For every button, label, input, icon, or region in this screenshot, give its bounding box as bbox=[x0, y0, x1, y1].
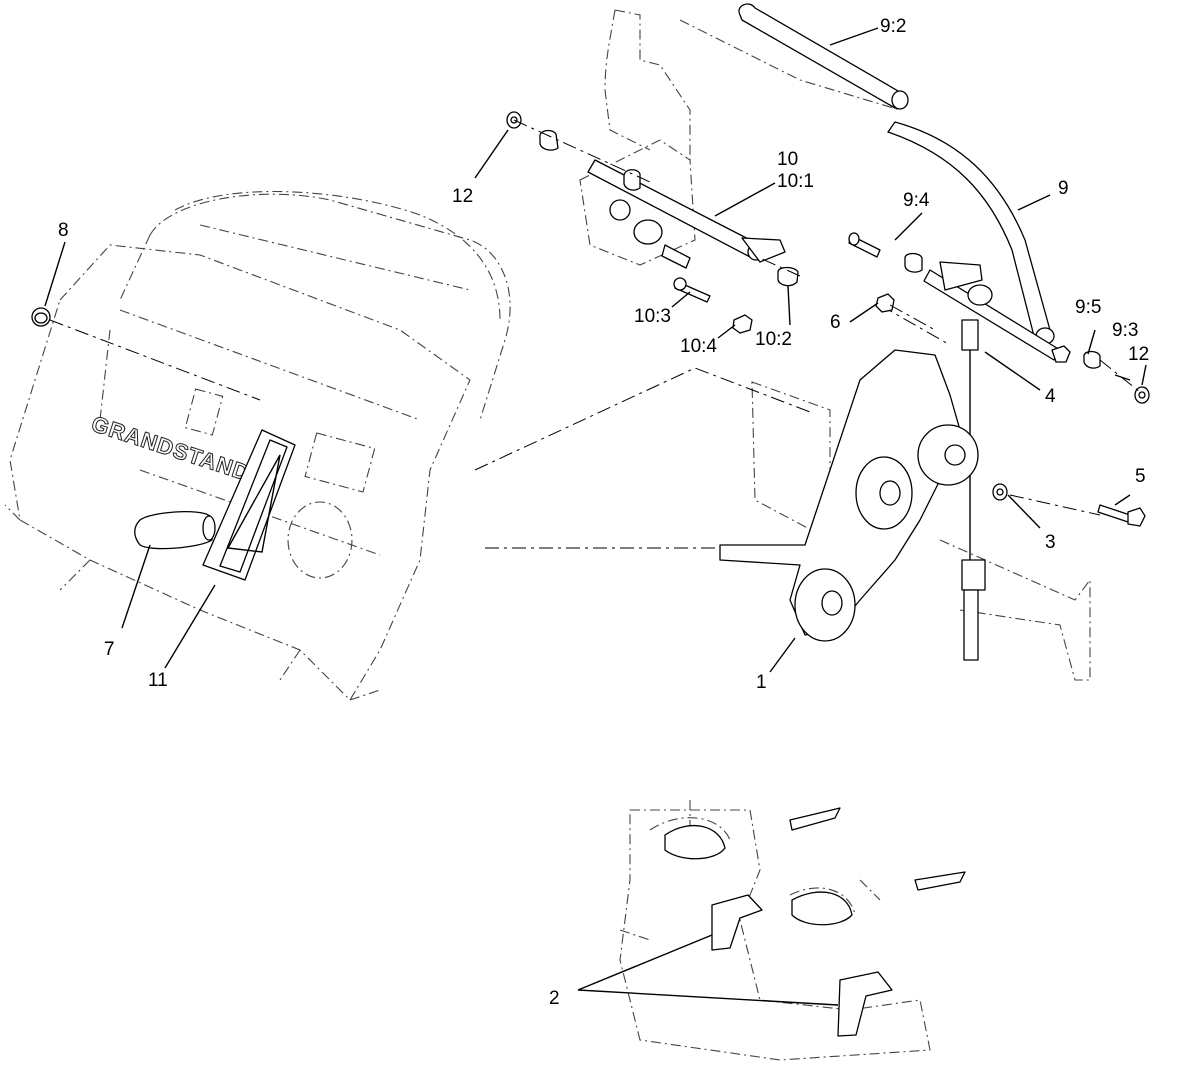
callout-6: 6 bbox=[830, 312, 841, 333]
bearing bbox=[992, 483, 1008, 501]
callout-3: 3 bbox=[1045, 532, 1056, 553]
callout-8: 8 bbox=[58, 220, 69, 241]
bushing-mid bbox=[623, 169, 641, 191]
washer-right bbox=[1134, 386, 1150, 404]
callout-9-3: 9:3 bbox=[1112, 320, 1138, 341]
throttle-decal bbox=[202, 429, 296, 581]
control-knob bbox=[134, 511, 216, 550]
bushing-9 bbox=[904, 252, 923, 273]
washer-top bbox=[506, 111, 522, 129]
hydro-pump-assembly bbox=[619, 800, 966, 1061]
nut-9-5 bbox=[1051, 345, 1071, 363]
pump-pulley bbox=[917, 424, 979, 486]
bolt-10-3 bbox=[673, 277, 711, 303]
idler-pulley-top bbox=[855, 456, 913, 530]
console-assembly: GRANDSTAND bbox=[4, 190, 511, 701]
callout-5: 5 bbox=[1135, 466, 1146, 487]
callout-9-4: 9:4 bbox=[903, 190, 930, 211]
bail-pivot bbox=[923, 261, 1061, 361]
callout-10-3: 10:3 bbox=[634, 306, 671, 327]
control-arm-upper bbox=[711, 894, 763, 951]
callout-12-right: 12 bbox=[1128, 344, 1149, 365]
bushing-upper bbox=[539, 129, 559, 151]
callout-11: 11 bbox=[148, 670, 168, 691]
callout-1: 1 bbox=[756, 672, 767, 693]
callout-9-5: 9:5 bbox=[1075, 297, 1101, 318]
callout-12-top: 12 bbox=[452, 186, 473, 207]
callout-10-1: 10:1 bbox=[777, 171, 814, 192]
leader-lines bbox=[44, 27, 1147, 1006]
plug bbox=[31, 307, 51, 327]
callout-4: 4 bbox=[1045, 386, 1056, 407]
callout-9-2: 9:2 bbox=[880, 16, 906, 37]
nut-10-4 bbox=[732, 314, 753, 334]
bail-tube-upper bbox=[738, 3, 909, 110]
callout-10: 10 bbox=[777, 149, 798, 170]
control-arm-lower bbox=[837, 971, 893, 1037]
callout-9: 9 bbox=[1058, 178, 1069, 199]
bolt-9-4 bbox=[848, 232, 881, 258]
callout-2: 2 bbox=[549, 988, 560, 1009]
idler-pulley-bottom bbox=[794, 568, 856, 642]
bail-tube-lower bbox=[887, 121, 1055, 345]
svg-text:GRANDSTAND: GRANDSTAND bbox=[88, 411, 252, 486]
callouts: 1 2 3 4 5 6 7 8 9 9:2 9:3 9:4 9:5 10 10:… bbox=[58, 16, 1149, 1009]
cross-shaft bbox=[587, 159, 786, 269]
upper-shaft-assembly bbox=[506, 3, 1150, 560]
spacer-9-3 bbox=[1083, 350, 1101, 369]
bracket-assembly bbox=[474, 293, 1146, 681]
grandstand-logo: GRANDSTAND bbox=[88, 410, 253, 486]
callout-10-4: 10:4 bbox=[680, 336, 717, 357]
vertical-rod bbox=[961, 559, 986, 661]
callout-10-2: 10:2 bbox=[755, 329, 792, 350]
callout-7: 7 bbox=[104, 639, 115, 660]
bolt-5 bbox=[1097, 504, 1146, 527]
nut-6 bbox=[875, 293, 895, 313]
